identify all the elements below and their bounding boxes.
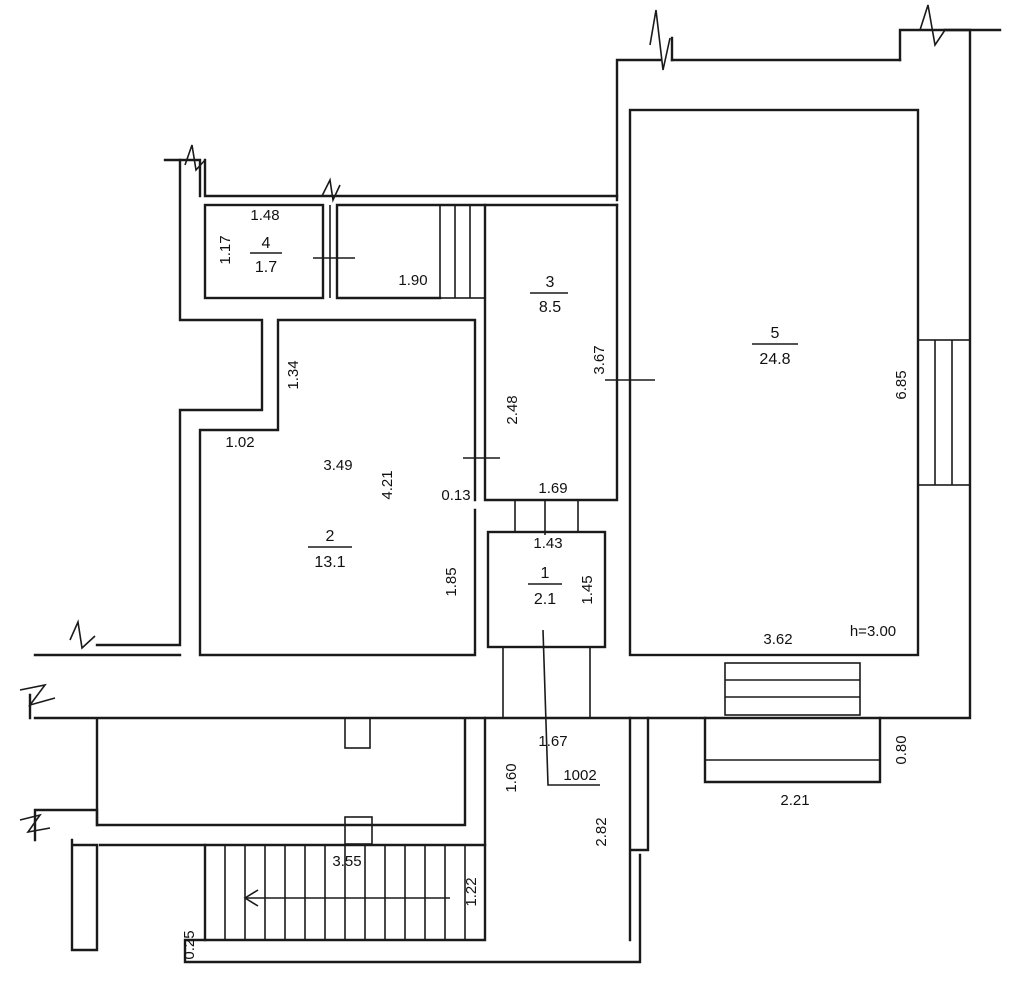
break-marks	[19, 4, 946, 834]
room-1-area: 2.1	[534, 591, 556, 608]
dim-1-34: 1.34	[285, 360, 302, 389]
room-labels: 4 1.7 3 8.5 5 24.8 2 13.1 1 2.1	[250, 235, 798, 608]
dim-1-48: 1.48	[250, 207, 279, 224]
room-3-outline	[483, 203, 619, 502]
dim-1-85: 1.85	[443, 567, 460, 596]
dim-4-21: 4.21	[379, 470, 396, 499]
wall-stair-room	[203, 716, 650, 942]
dim-1-45: 1.45	[579, 575, 596, 604]
room-5-outline	[628, 108, 920, 657]
room-2-number: 2	[326, 528, 335, 545]
dim-1-17: 1.17	[217, 235, 234, 264]
wall-left-outer	[95, 158, 264, 647]
wall-left-lower	[33, 808, 487, 952]
dim-1-43: 1.43	[533, 535, 562, 552]
entrance-porch	[703, 662, 882, 784]
dim-3-49: 3.49	[323, 457, 352, 474]
marker-line	[542, 500, 600, 786]
room-2-area: 13.1	[314, 554, 345, 571]
room-5-number: 5	[771, 325, 780, 342]
dim-2-21: 2.21	[780, 792, 809, 809]
dim-1-69: 1.69	[538, 480, 567, 497]
room-4-number: 4	[262, 235, 271, 252]
wall-right-block-outer	[615, 28, 972, 720]
room-4-outline	[203, 203, 325, 300]
dim-3-62: 3.62	[763, 631, 792, 648]
wall-corridor-top	[335, 203, 619, 300]
dim-1-22: 1.22	[463, 877, 480, 906]
dim-3-67: 3.67	[591, 345, 608, 374]
dim-0-13: 0.13	[441, 487, 470, 504]
dim-3-55: 3.55	[332, 853, 361, 870]
dim-2-48: 2.48	[504, 395, 521, 424]
dim-0-25: 0.25	[181, 930, 198, 959]
dim-1-90: 1.90	[398, 272, 427, 289]
dim-2-82: 2.82	[593, 817, 610, 846]
room-4-area: 1.7	[255, 259, 277, 276]
window-room-5	[917, 339, 971, 486]
room-1-number: 1	[541, 565, 550, 582]
wall-lower-corridor	[28, 653, 487, 827]
dim-6-85: 6.85	[893, 370, 910, 399]
dim-1-02: 1.02	[225, 434, 254, 451]
dimension-labels: 1.48 1.17 1.90 1.34 1.02 3.49 4.21 2.48 …	[181, 207, 910, 960]
passage-3-1	[514, 500, 579, 532]
staircase	[224, 845, 466, 940]
wall-top-corridor	[163, 158, 619, 198]
walls	[19, 4, 1002, 964]
dim-0-80: 0.80	[893, 735, 910, 764]
room-3-area: 8.5	[539, 299, 561, 316]
marker-label: 1002	[563, 767, 596, 784]
room-2-outline	[198, 318, 477, 657]
room-1-outline	[486, 530, 607, 649]
ceiling-height: h=3.00	[850, 623, 896, 640]
room-3-number: 3	[546, 274, 555, 291]
wall-right-block-top	[670, 28, 1002, 62]
passage-1-corridor	[502, 647, 591, 718]
wall-bottom	[183, 853, 642, 964]
room-5-area: 24.8	[759, 351, 790, 368]
dim-1-60: 1.60	[503, 763, 520, 792]
window-top	[439, 204, 486, 299]
dim-1-67: 1.67	[538, 733, 567, 750]
